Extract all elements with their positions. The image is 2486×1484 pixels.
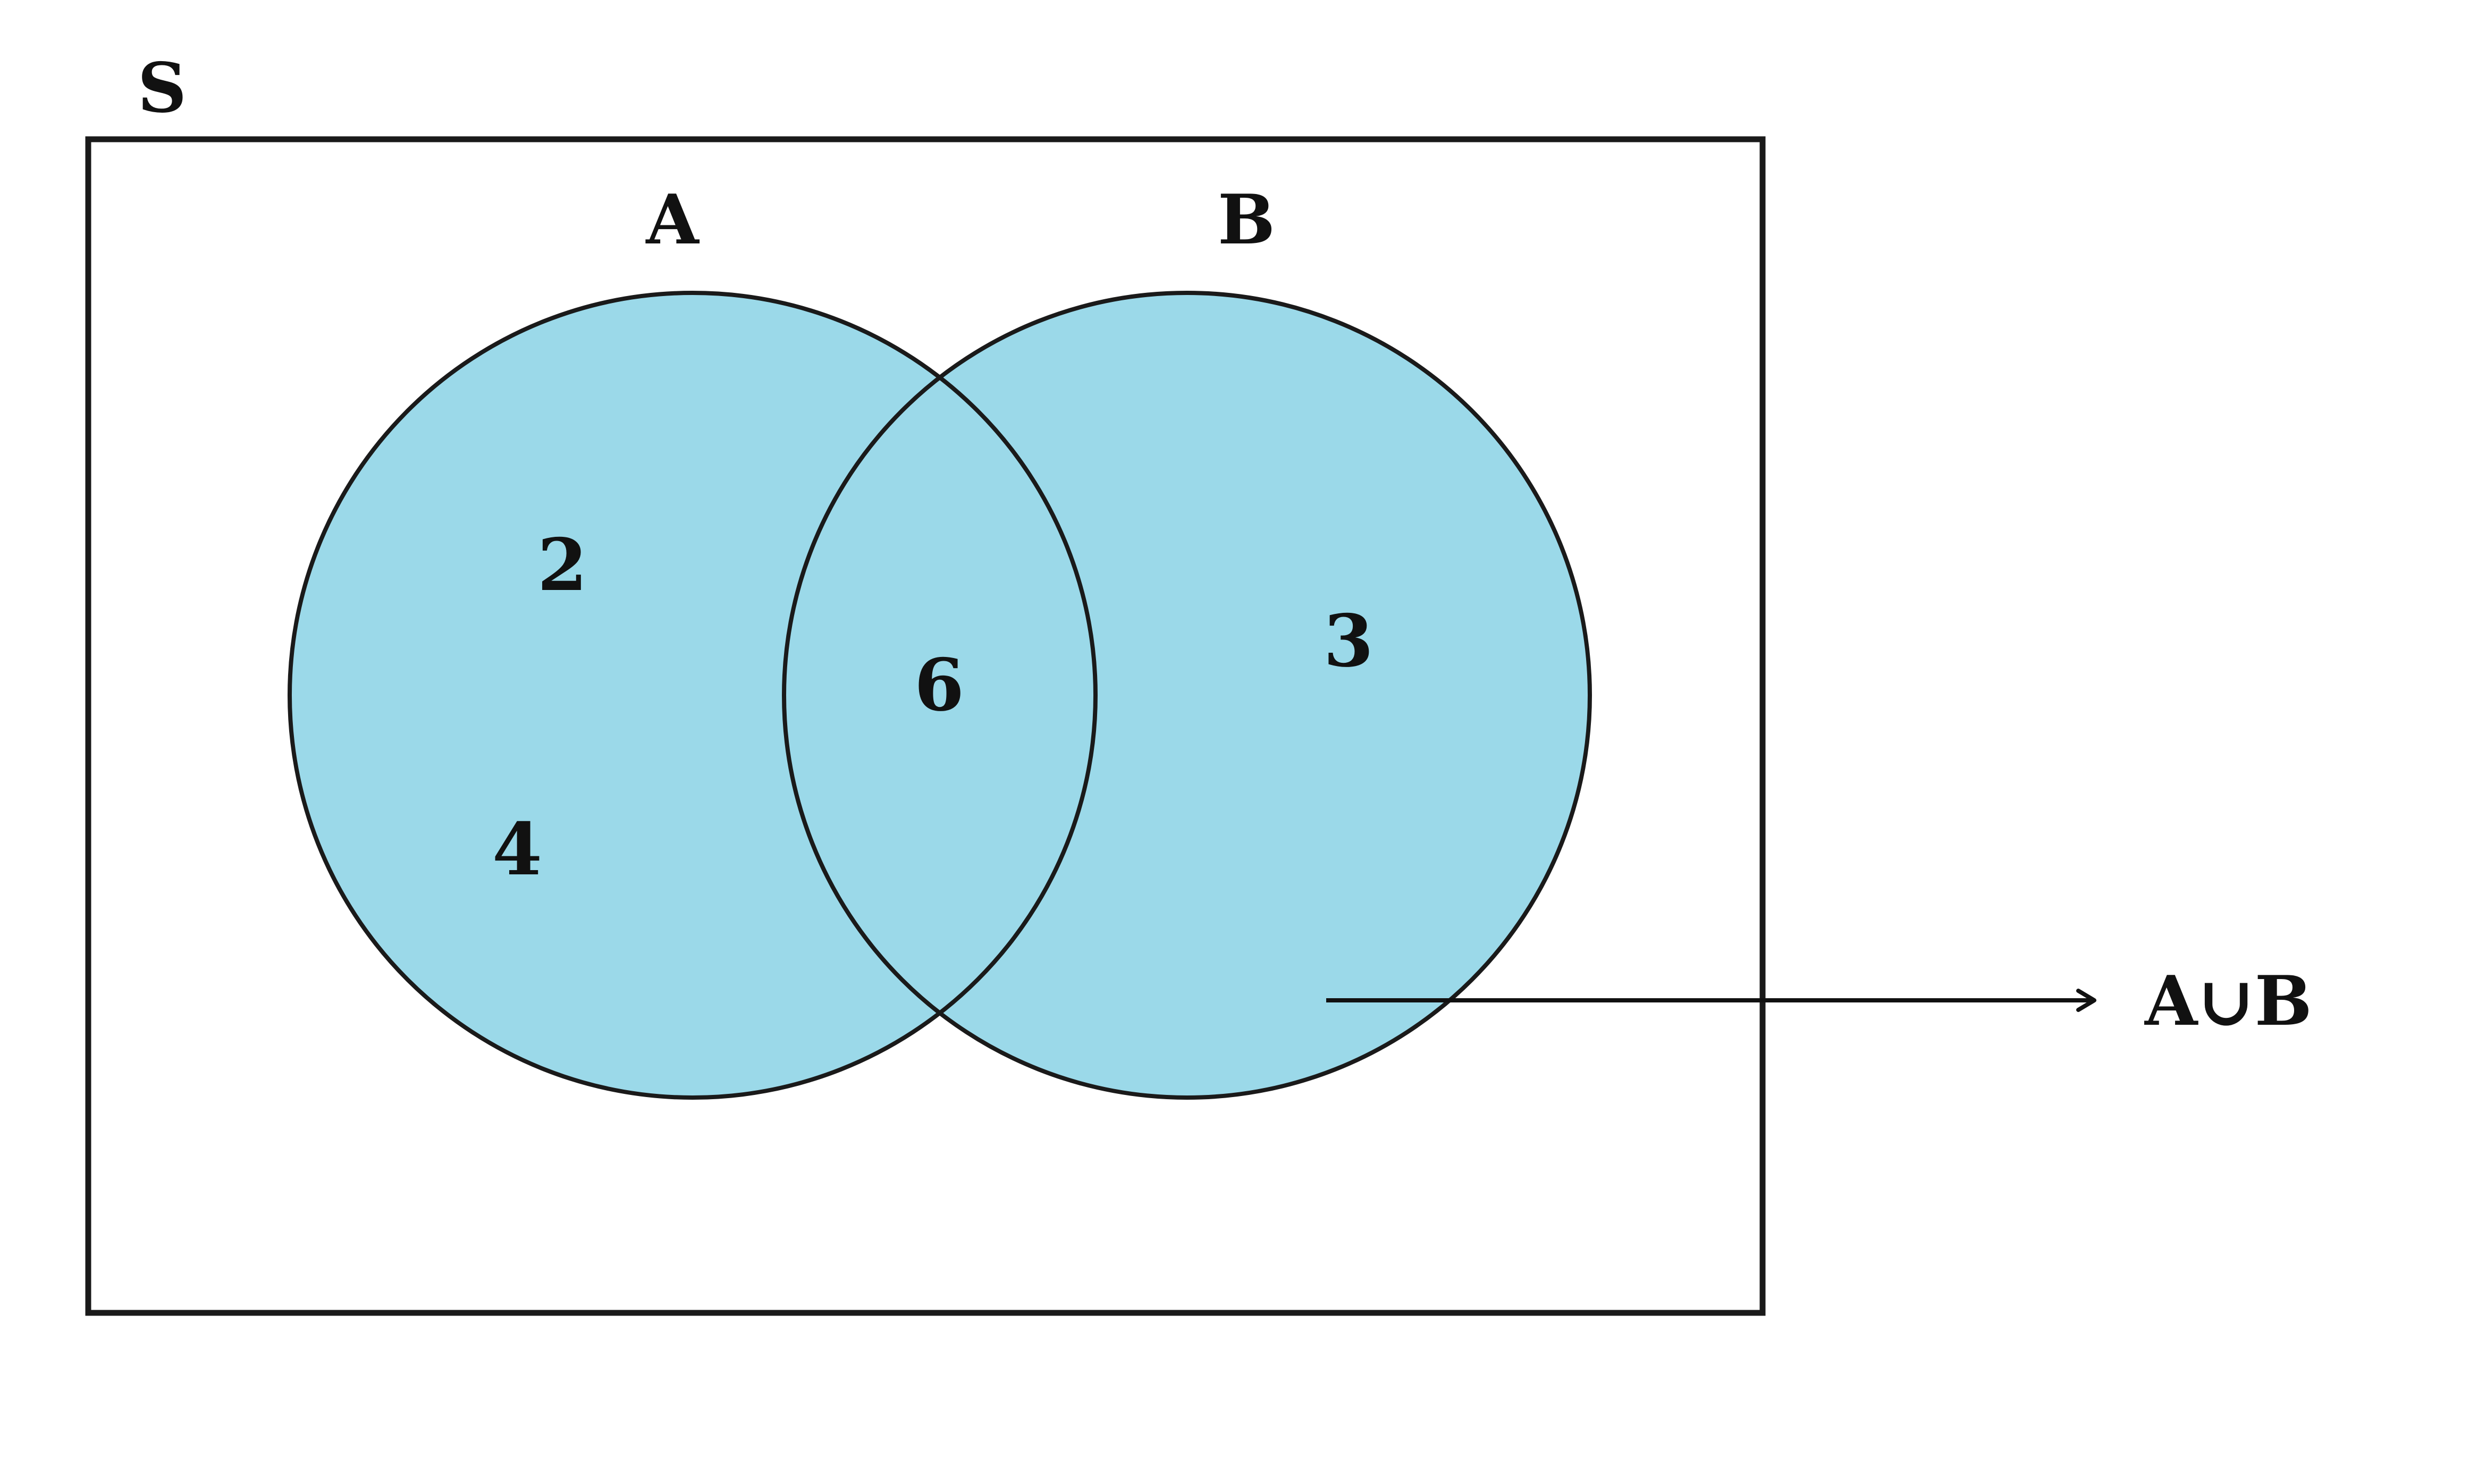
element-a-only-4: 4 (492, 807, 542, 891)
set-a-label: A (645, 180, 700, 260)
set-a-circle (288, 291, 1098, 1100)
set-b-circle (782, 291, 1592, 1100)
set-b-label: B (1218, 180, 1275, 260)
element-b-only-3: 3 (1324, 598, 1373, 683)
set-b-fill (784, 293, 1590, 1098)
element-intersection-6: 6 (914, 643, 964, 727)
union-arrowhead (2076, 989, 2096, 1012)
universe-label: S (138, 48, 187, 128)
union-label: A∪B (2144, 962, 2312, 1041)
element-a-only-2: 2 (537, 522, 587, 607)
universe-box (85, 136, 1766, 1316)
